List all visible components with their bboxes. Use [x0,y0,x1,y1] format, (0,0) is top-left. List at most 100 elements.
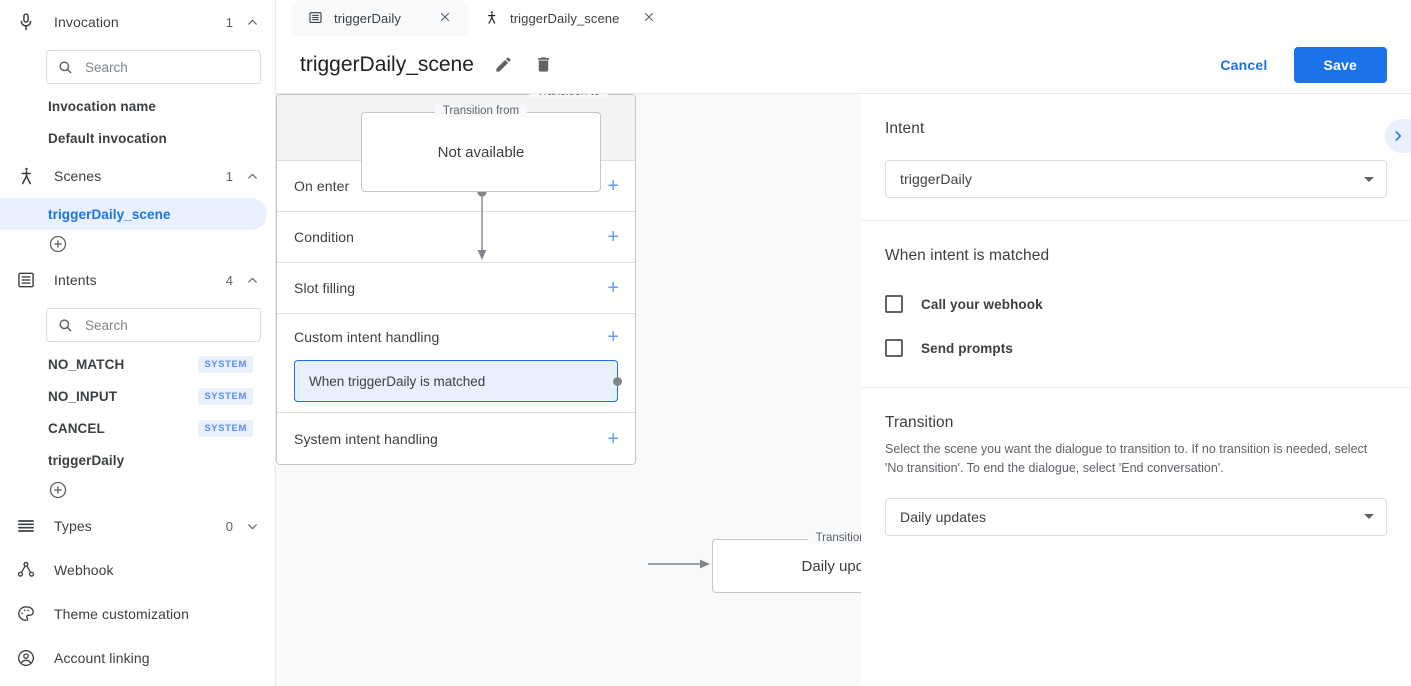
scene-row-label: Condition [294,229,355,245]
left-sidebar: Invocation 1 Invocation name Default inv… [0,0,276,686]
sidebar-group-count: 4 [225,272,233,288]
types-icon [14,514,38,538]
add-on-enter-button[interactable]: + [607,175,619,197]
transition-description: Select the scene you want the dialogue t… [885,442,1368,475]
transition-target-text: Daily updates [801,557,861,575]
checkbox-label: Send prompts [921,340,1013,356]
add-scene-button[interactable] [0,230,275,258]
close-icon[interactable] [438,10,454,26]
transition-select-value: Daily updates [900,508,987,525]
intents-icon [14,268,38,292]
sidebar-item-label: CANCEL [48,420,105,436]
sidebar-item-invocation-name[interactable]: Invocation name [0,90,267,122]
sidebar-group-types[interactable]: Types 0 [0,504,275,548]
sidebar-item-webhook[interactable]: Webhook [0,548,275,592]
transition-heading: Transition [885,414,954,431]
add-circle-icon[interactable] [48,480,68,500]
scene-graph-canvas[interactable]: Transition from Not available Transition… [276,94,861,686]
scene-row-label: On enter [294,178,350,194]
sidebar-item-label: Theme customization [54,606,189,622]
sidebar-item-no-match[interactable]: NO_MATCH SYSTEM [0,348,267,380]
add-circle-icon[interactable] [48,234,68,254]
sidebar-item-triggerdaily[interactable]: triggerDaily [0,444,267,476]
checkbox-call-your-webhook[interactable]: Call your webhook [885,287,1387,321]
intent-heading: Intent [885,120,925,137]
sidebar-item-triggerdaily-scene[interactable]: triggerDaily_scene [0,198,267,230]
sidebar-group-label: Intents [54,272,97,288]
chevron-right-icon[interactable] [1385,119,1411,153]
scene-icon [484,10,500,26]
intents-search-input[interactable] [83,316,250,334]
scene-row-custom-intent-handling[interactable]: Custom intent handling + [277,314,635,360]
sidebar-item-default-invocation[interactable]: Default invocation [0,122,267,154]
transition-target-legend: Transition to [807,532,861,544]
scene-title-bar: triggerDaily_scene Cancel Save [276,36,1411,94]
add-slot-filling-button[interactable]: + [607,277,619,299]
sidebar-item-label: Webhook [54,562,114,578]
body-area: Transition from Not available Transition… [276,94,1411,686]
transition-target-node[interactable]: Transition to Daily updates [712,532,861,593]
status-badge: SYSTEM [198,355,253,373]
sidebar-item-label: NO_INPUT [48,388,118,404]
intents-search-box[interactable] [46,308,261,342]
trash-icon[interactable] [534,55,554,75]
add-intent-button[interactable] [0,476,275,504]
transition-from-node[interactable]: Transition from Not available [361,105,601,192]
scene-row-condition[interactable]: Condition + [277,212,635,263]
invocation-search-input[interactable] [83,58,250,76]
add-system-intent-handling-button[interactable]: + [607,427,619,450]
tab-label: triggerDaily [334,10,401,26]
add-condition-button[interactable]: + [607,226,619,248]
scene-row-slot-filling[interactable]: Slot filling + [277,263,635,314]
add-custom-intent-handling-button[interactable]: + [607,326,619,348]
sidebar-item-label: Account linking [54,650,150,666]
sidebar-group-label: Scenes [54,168,102,184]
chevron-up-icon[interactable] [245,169,259,183]
sidebar-group-invocation[interactable]: Invocation 1 [0,0,275,44]
sidebar-item-label: Invocation name [48,98,157,114]
output-port[interactable] [612,376,622,386]
properties-panel: Intent triggerDaily When intent is match… [861,94,1411,686]
sidebar-group-count: 1 [225,14,233,30]
sidebar-item-label: triggerDaily [48,452,125,468]
sidebar-group-intents[interactable]: Intents 4 [0,258,275,302]
intent-section: Intent triggerDaily [861,94,1411,221]
close-icon[interactable] [642,10,658,26]
tab-triggerdaily-scene[interactable]: triggerDaily_scene [468,0,672,36]
chevron-down-icon[interactable] [245,519,259,533]
when-intent-matched-section: When intent is matched Call your webhook… [861,221,1411,388]
intent-handler-chip[interactable]: When triggerDaily is matched [294,360,622,402]
intent-select[interactable]: triggerDaily [885,160,1387,198]
palette-icon [14,602,38,626]
sidebar-item-label: triggerDaily_scene [48,206,171,222]
checkbox-icon[interactable] [885,339,903,357]
invocation-search-box[interactable] [46,50,261,84]
save-button[interactable]: Save [1293,46,1387,83]
tab-bar: triggerDaily triggerDaily_scene [276,0,1411,36]
scene-row-system-intent-handling[interactable]: System intent handling + [277,413,635,464]
checkbox-label: Call your webhook [921,296,1043,312]
custom-intent-handler-list: When triggerDaily is matched [277,360,635,413]
scene-row-label: Custom intent handling [294,329,440,345]
sidebar-group-scenes[interactable]: Scenes 1 [0,154,275,198]
transition-section: Transition Select the scene you want the… [861,388,1411,558]
transition-select[interactable]: Daily updates [885,497,1387,536]
checkbox-icon[interactable] [885,295,903,313]
sidebar-item-cancel[interactable]: CANCEL SYSTEM [0,412,267,444]
cancel-button[interactable]: Cancel [1210,48,1277,82]
checkbox-send-prompts[interactable]: Send prompts [885,331,1387,365]
chevron-up-icon[interactable] [245,273,259,287]
pencil-icon[interactable] [494,55,514,75]
intents-search-wrap [0,302,275,348]
sidebar-group-count: 0 [225,518,233,534]
sidebar-item-label: NO_MATCH [48,356,125,372]
tab-triggerdaily[interactable]: triggerDaily [292,0,468,36]
sidebar-item-account-linking[interactable]: Account linking [0,636,275,680]
intent-handler-label: When triggerDaily is matched [309,373,486,389]
sidebar-item-no-input[interactable]: NO_INPUT SYSTEM [0,380,267,412]
sidebar-item-theme-customization[interactable]: Theme customization [0,592,275,636]
chevron-up-icon[interactable] [245,15,259,29]
sidebar-item-backend-services[interactable]: Backend services [0,680,275,686]
intent-select-value: triggerDaily [900,171,972,187]
